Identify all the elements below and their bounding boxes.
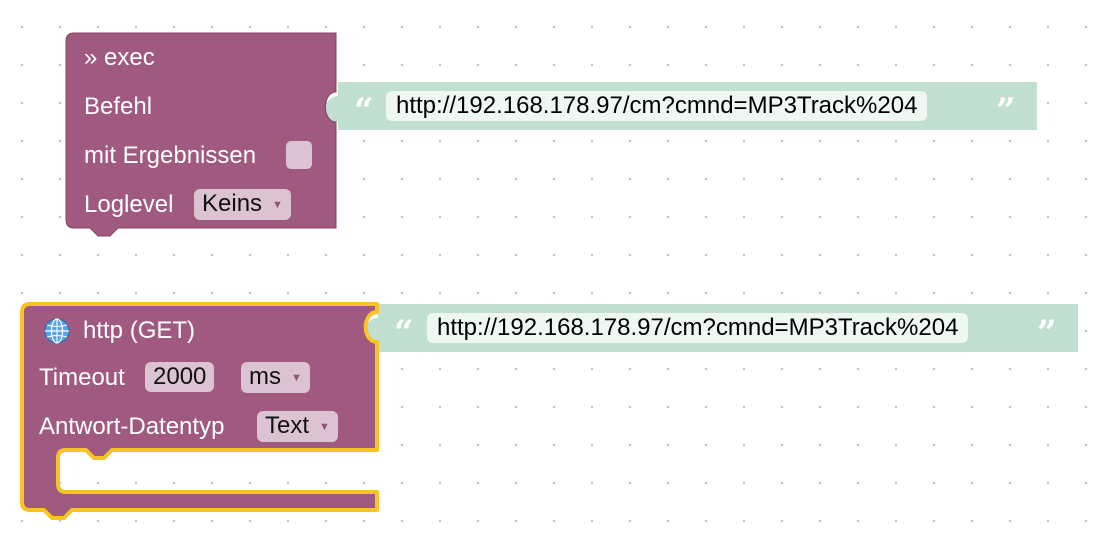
exec-with-results-label: mit Ergebnissen (84, 142, 257, 169)
http-timeout-label: Timeout (39, 364, 125, 391)
exec-block-title: » exec (84, 44, 155, 71)
globe-icon (44, 318, 70, 344)
http-response-type-value: Text (265, 412, 310, 439)
exec-quote-open-icon: “ (354, 91, 374, 131)
http-timeout-unit-value: ms (249, 363, 281, 390)
dropdown-arrow-icon: ▼ (319, 420, 330, 433)
exec-with-results-checkbox[interactable] (286, 141, 312, 169)
http-url-string-field[interactable]: http://192.168.178.97/cm?cmnd=MP3Track%2… (427, 313, 969, 343)
http-get-block[interactable] (20, 302, 379, 520)
http-quote-open-icon: “ (394, 313, 414, 353)
exec-quote-close-icon: ” (996, 91, 1016, 131)
http-response-type-label: Antwort-Datentyp (39, 413, 225, 440)
http-timeout-unit-dropdown[interactable]: ms ▼ (241, 362, 310, 393)
exec-loglevel-dropdown[interactable]: Keins ▼ (194, 189, 291, 220)
dropdown-arrow-icon: ▼ (272, 198, 283, 211)
http-block-title: http (GET) (83, 317, 196, 344)
exec-loglevel-value: Keins (202, 190, 263, 217)
exec-loglevel-label: Loglevel (84, 191, 174, 218)
http-response-type-dropdown[interactable]: Text ▼ (257, 411, 338, 442)
exec-command-label: Befehl (84, 93, 153, 120)
dropdown-arrow-icon: ▼ (291, 371, 302, 384)
http-quote-close-icon: ” (1037, 313, 1057, 353)
exec-command-string-field[interactable]: http://192.168.178.97/cm?cmnd=MP3Track%2… (386, 91, 928, 121)
http-timeout-input[interactable]: 2000 (145, 362, 215, 392)
exec-block[interactable] (65, 32, 337, 237)
